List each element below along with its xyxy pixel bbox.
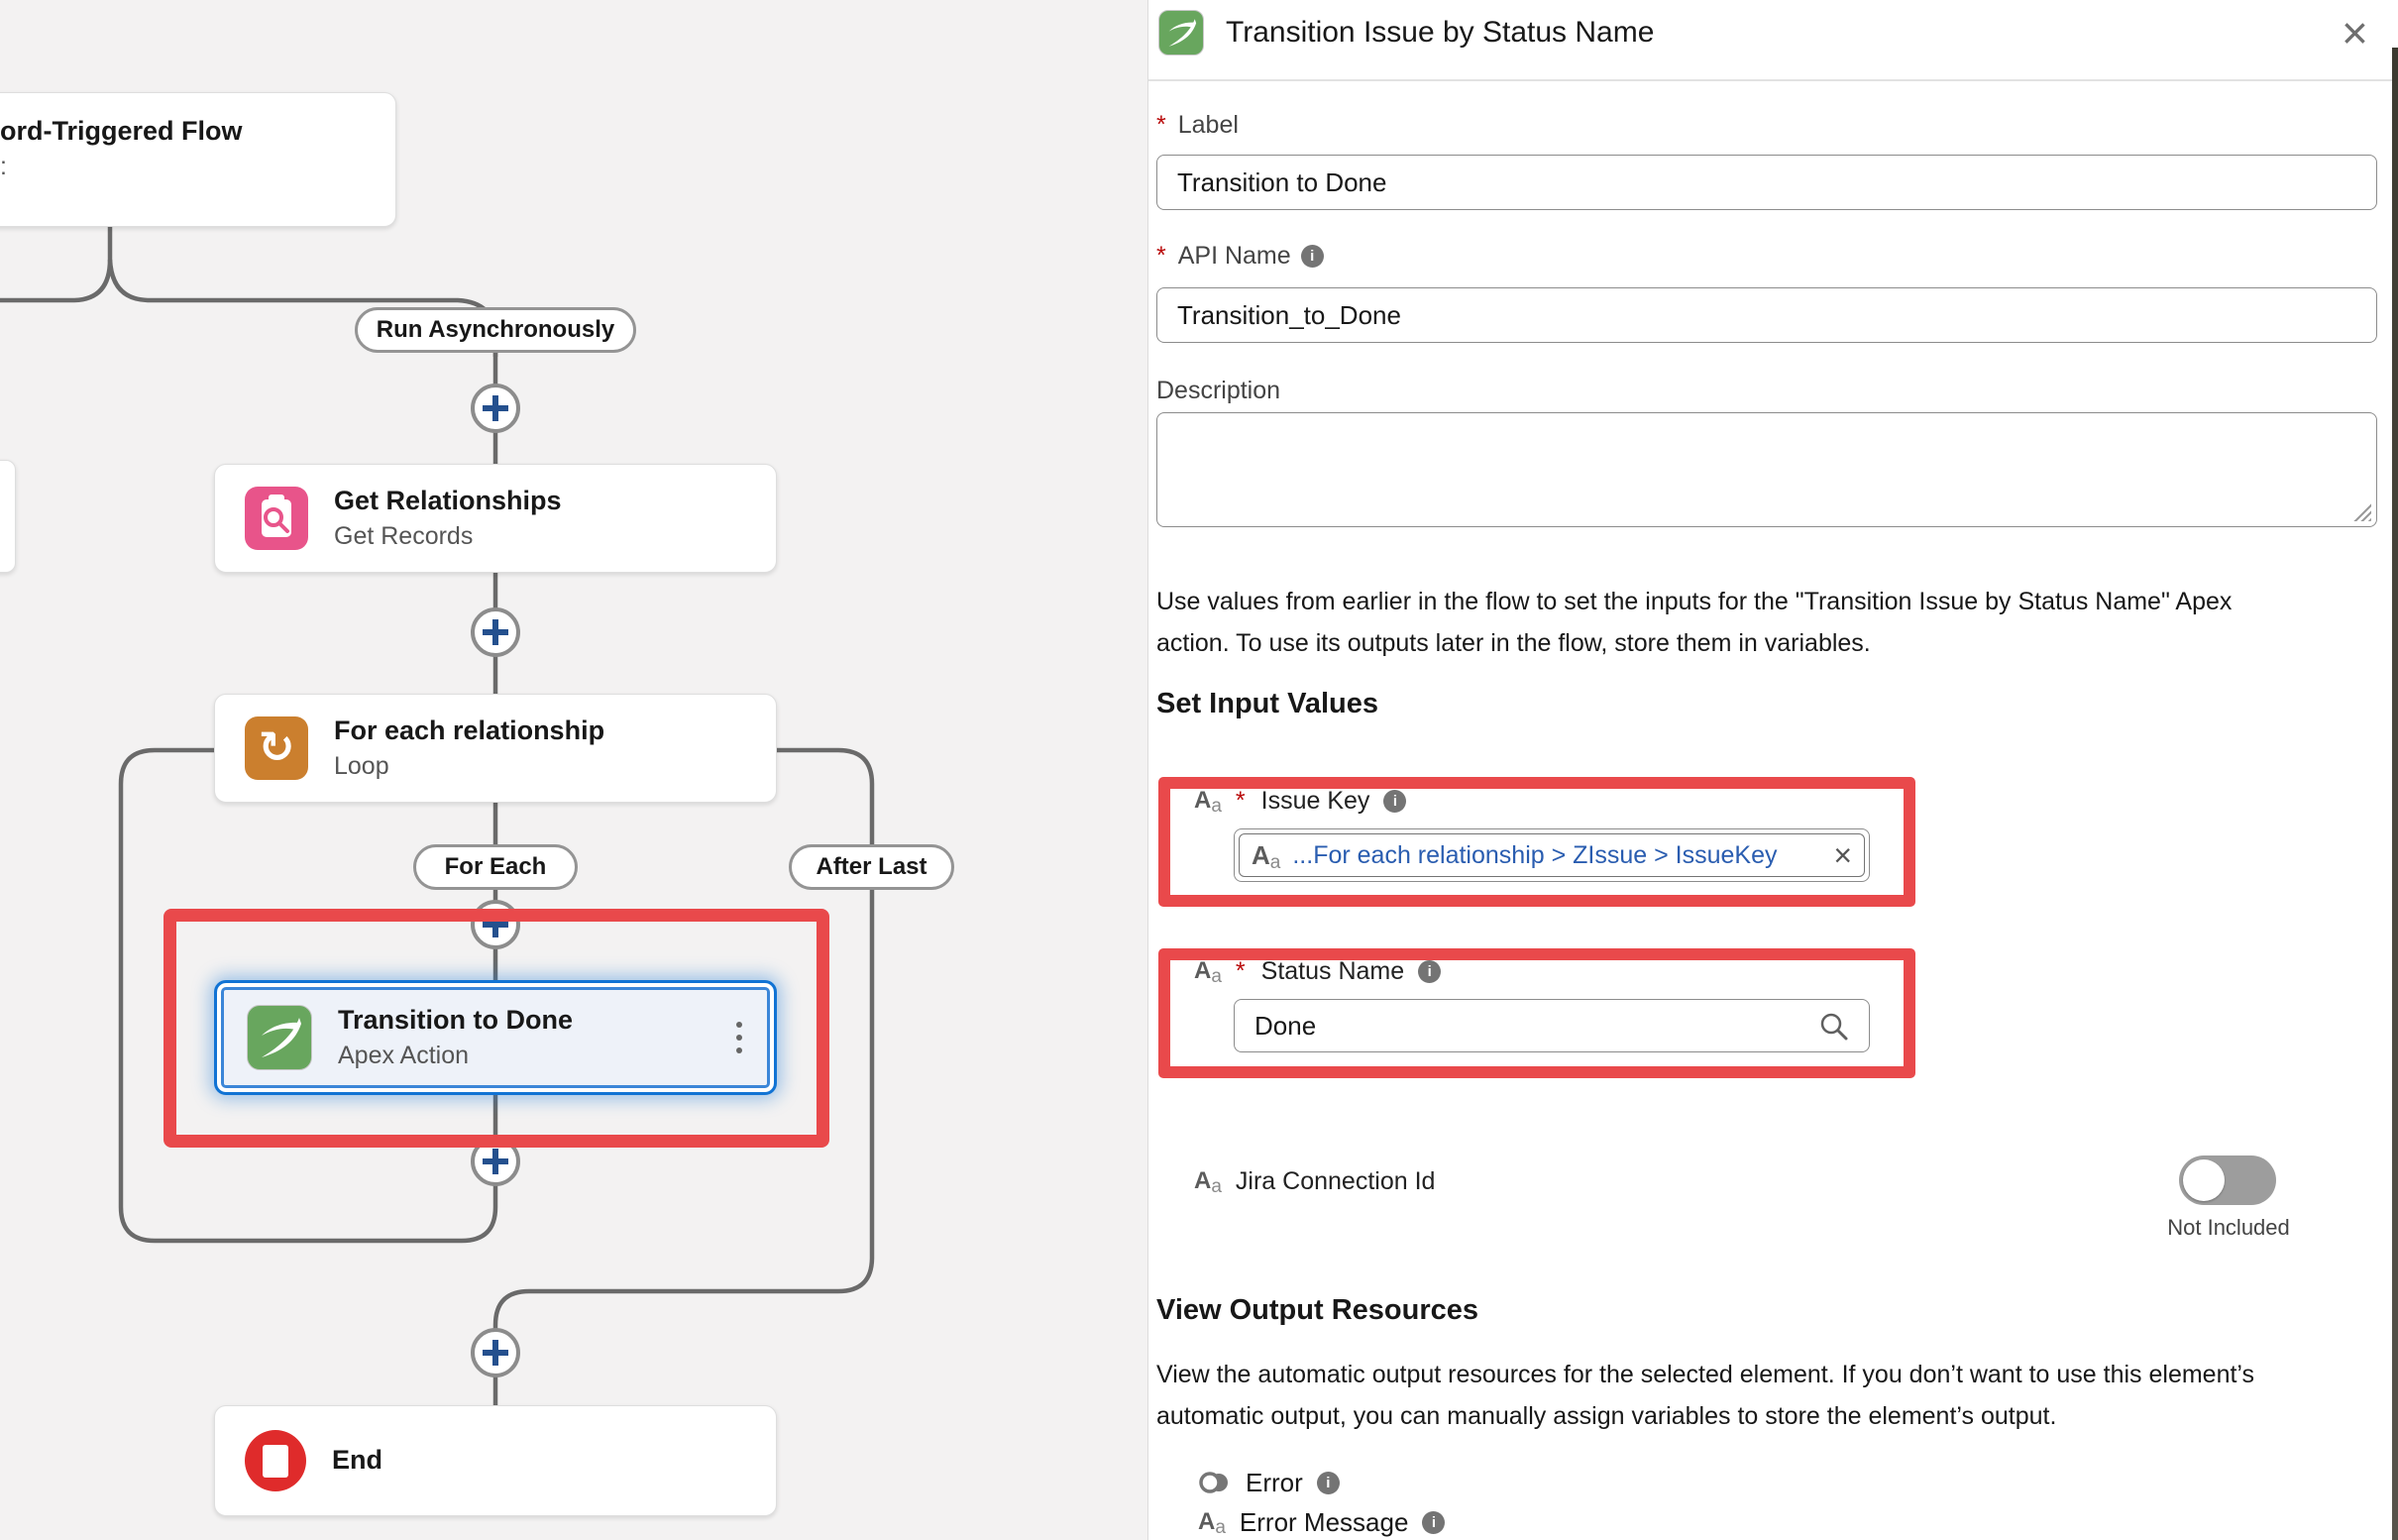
offscreen-node-fragment[interactable]	[0, 460, 16, 573]
status-name-input[interactable]	[1234, 999, 1870, 1052]
required-asterisk: *	[1156, 242, 1166, 270]
apex-action-icon	[247, 1005, 312, 1070]
end-icon	[245, 1430, 306, 1491]
info-icon[interactable]: i	[1300, 245, 1324, 268]
required-asterisk: *	[1235, 956, 1246, 985]
boolean-type-icon	[1199, 1472, 1228, 1493]
description-textarea[interactable]	[1156, 412, 2377, 527]
add-element-button[interactable]	[471, 1137, 520, 1186]
add-element-button[interactable]	[471, 384, 520, 433]
for-each-label: For Each	[444, 853, 547, 880]
add-element-button[interactable]	[471, 1328, 520, 1377]
node-get-relationships[interactable]: Get Relationships Get Records	[214, 464, 777, 573]
label-field-label: * Label	[1156, 111, 1239, 139]
node-subtitle: Apex Action	[338, 1041, 470, 1069]
apex-action-icon	[1158, 10, 1204, 55]
loop-icon: ↻	[245, 716, 308, 780]
intro-text: Use values from earlier in the flow to s…	[1156, 588, 2233, 657]
add-element-button[interactable]	[471, 607, 520, 657]
node-apex-transition-to-done[interactable]: Transition to Done Apex Action	[214, 980, 777, 1095]
loop-arrow-glyph: ↻	[258, 722, 295, 773]
search-icon	[1820, 1013, 1848, 1041]
panel-title: Transition Issue by Status Name	[1226, 16, 1655, 49]
api-name-field-label: * API Name i	[1156, 242, 1324, 271]
get-records-icon	[245, 487, 308, 550]
info-icon[interactable]: i	[1422, 1510, 1446, 1534]
node-title: For each relationship	[334, 715, 605, 745]
header-divider	[1148, 79, 2398, 81]
connector-after-last	[492, 747, 875, 1407]
after-last-label: After Last	[816, 853, 927, 880]
info-icon[interactable]: i	[1383, 789, 1407, 813]
description-field-label: Description	[1156, 377, 1281, 404]
jira-connection-toggle[interactable]	[2179, 1155, 2276, 1205]
merge-field-value: ...For each relationship > ZIssue > Issu…	[1292, 840, 1778, 869]
node-end[interactable]: End	[214, 1405, 777, 1516]
node-title: End	[332, 1445, 382, 1476]
view-output-resources-heading: View Output Resources	[1156, 1294, 1478, 1326]
required-asterisk: *	[1235, 786, 1246, 815]
node-menu-button[interactable]	[736, 1022, 742, 1053]
api-name-input[interactable]	[1156, 287, 2377, 343]
trigger-node-subtitle-fragment: :	[0, 152, 7, 180]
node-title: Transition to Done	[338, 1004, 574, 1035]
apex-action-properties-panel: Transition Issue by Status Name × * Labe…	[1147, 0, 2398, 1540]
node-loop[interactable]: ↻ For each relationship Loop	[214, 694, 777, 803]
trigger-node-title: ord-Triggered Flow	[0, 116, 243, 146]
connector-loop-back	[118, 747, 498, 1244]
close-icon[interactable]: ×	[2342, 7, 2368, 58]
add-element-button[interactable]	[471, 900, 520, 949]
toggle-state-label: Not Included	[2167, 1215, 2290, 1240]
connector-branch-left	[0, 259, 113, 303]
background-window-edge	[2392, 48, 2398, 1540]
flow-canvas[interactable]: ord-Triggered Flow : Run Asynchronously	[0, 0, 1149, 1540]
trigger-node[interactable]: ord-Triggered Flow :	[0, 92, 396, 227]
run-asynchronously-badge: Run Asynchronously	[355, 307, 636, 353]
output-item-error: Error i	[1198, 1463, 1340, 1502]
node-title: Get Relationships	[334, 485, 562, 515]
output-resources-text: View the automatic output resources for …	[1156, 1361, 2255, 1430]
remove-pill-icon[interactable]: ×	[1833, 837, 1852, 873]
run-asynchronously-label: Run Asynchronously	[376, 316, 615, 343]
toggle-knob	[2183, 1159, 2225, 1201]
node-subtitle: Get Records	[334, 521, 474, 550]
info-icon[interactable]: i	[1316, 1471, 1340, 1494]
node-subtitle: Loop	[334, 751, 389, 780]
label-input[interactable]	[1156, 155, 2377, 210]
info-icon[interactable]: i	[1418, 959, 1442, 983]
branch-label-for-each: For Each	[413, 844, 578, 890]
required-asterisk: *	[1156, 111, 1166, 139]
branch-label-after-last: After Last	[789, 844, 954, 890]
set-input-values-heading: Set Input Values	[1156, 688, 1378, 719]
